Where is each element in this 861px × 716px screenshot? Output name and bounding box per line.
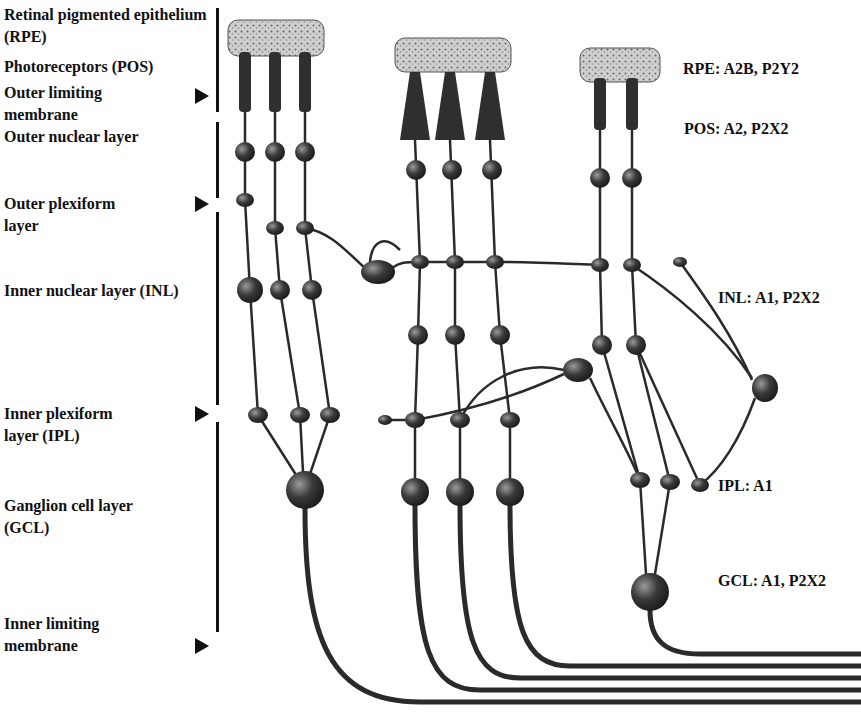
receptor-label: IPL: A1 xyxy=(718,475,773,497)
receptor-label: POS: A2, P2X2 xyxy=(684,118,788,140)
layer-label: Outer nuclear layer xyxy=(4,126,214,148)
layer-label: Inner plexiform layer (IPL) xyxy=(4,403,144,447)
layer-bar xyxy=(195,8,219,654)
layer-label: Ganglion cell layer (GCL) xyxy=(4,495,179,539)
axon xyxy=(305,504,861,702)
layer-label: Photoreceptors (POS) xyxy=(4,56,214,78)
layer-label: Inner nuclear layer (INL) xyxy=(4,280,179,302)
layer-label: Retinal pigmented epithelium (RPE) xyxy=(4,4,209,48)
receptor-label: INL: A1, P2X2 xyxy=(718,287,820,309)
layer-label: Outer limiting membrane xyxy=(4,82,134,126)
pigment-epithelium xyxy=(228,20,660,82)
receptor-label: RPE: A2B, P2Y2 xyxy=(683,58,799,80)
layer-label: Inner limiting membrane xyxy=(4,613,134,657)
layer-label: Outer plexiform layer xyxy=(4,193,144,237)
receptor-label: GCL: A1, P2X2 xyxy=(718,570,826,592)
photoreceptor xyxy=(239,52,638,140)
neurite xyxy=(245,110,755,574)
cell-body xyxy=(235,142,778,611)
